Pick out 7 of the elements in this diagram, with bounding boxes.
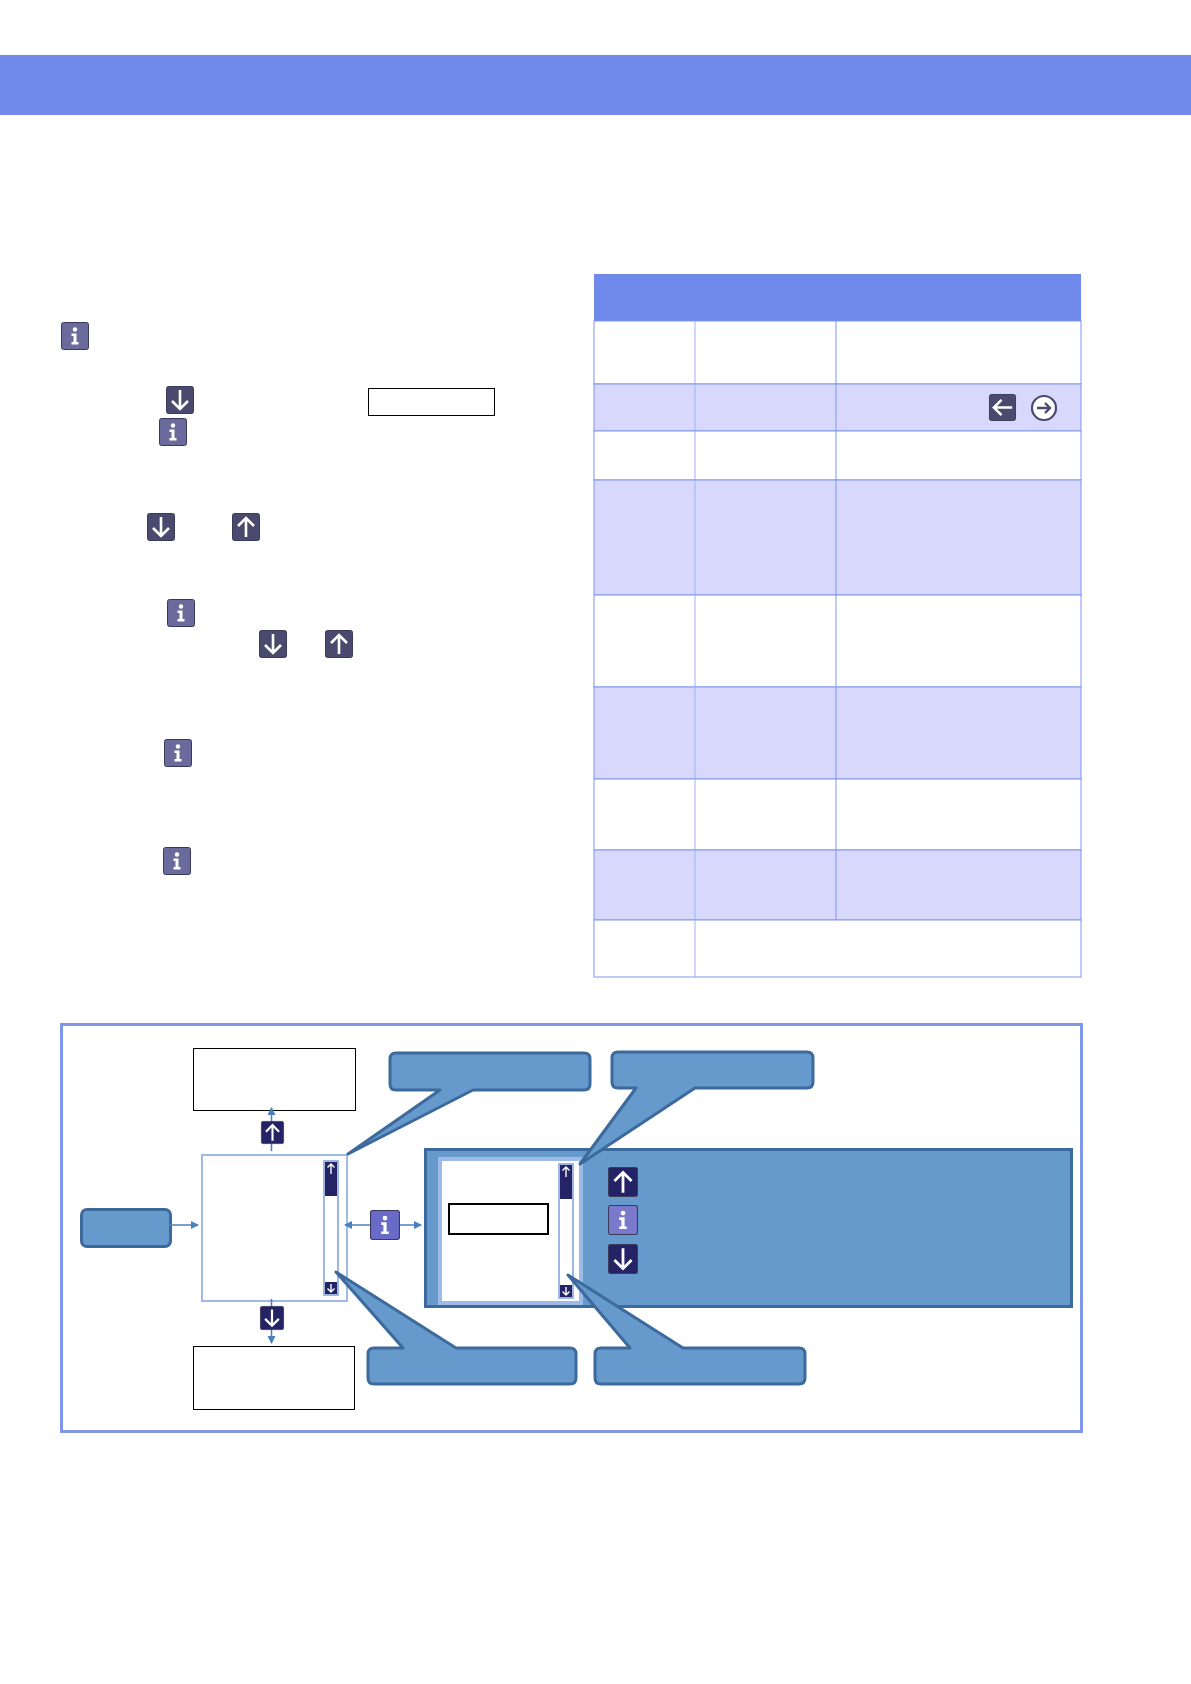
screen-box xyxy=(193,1048,356,1111)
screen-box xyxy=(193,1346,355,1410)
start-box xyxy=(80,1208,172,1248)
diagram-frame xyxy=(60,1023,1083,1433)
screen-box xyxy=(201,1154,348,1302)
arrow xyxy=(168,1221,199,1229)
detail-panel xyxy=(424,1148,1073,1308)
